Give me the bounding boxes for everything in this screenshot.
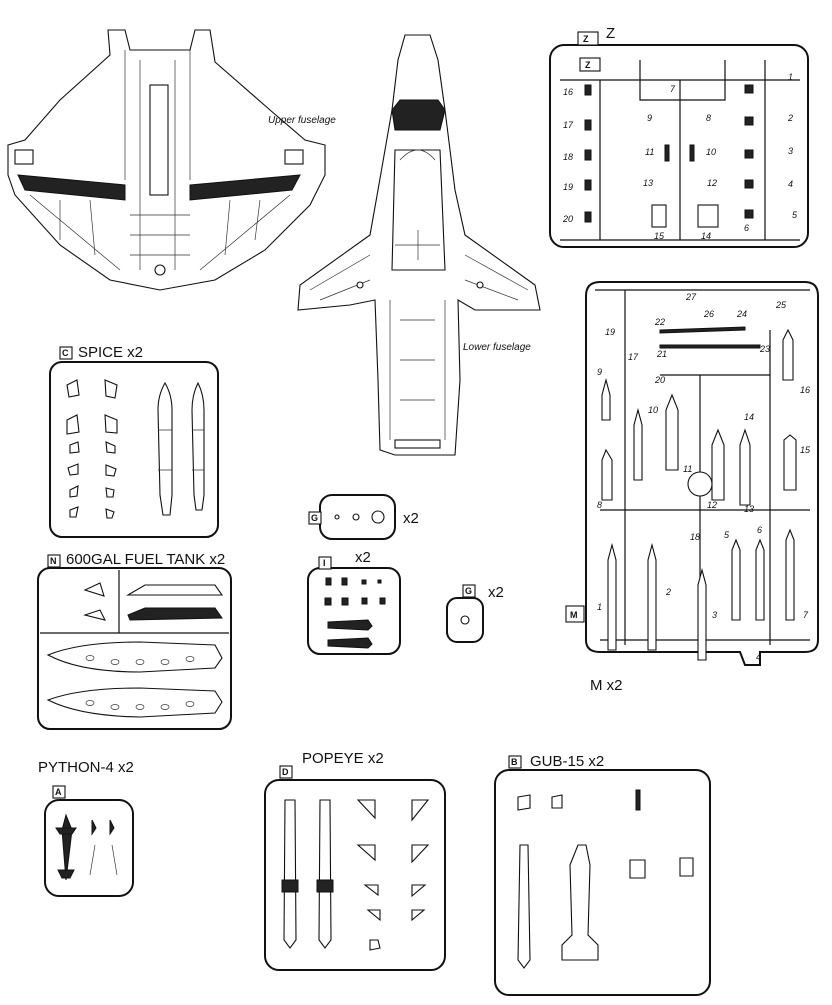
m-num-14: 14 [744,412,754,422]
sprue-g-large: G x2 [308,494,419,540]
sprue-z-tag: Z [583,34,589,44]
lower-fuselage-label: Lower fuselage [463,342,531,353]
m-num-26: 26 [703,309,714,319]
sprue-b-title: GUB-15 x2 [530,753,604,770]
m-num-24: 24 [736,309,747,319]
sprue-m-parts [601,326,797,661]
m-num-17: 17 [628,352,639,362]
sprue-c-title: SPICE x2 [78,344,143,361]
sprue-g2-tag: G [465,586,472,596]
z-num-3: 3 [788,146,793,156]
popeye-half-1 [283,799,297,949]
fuel-tank-half-1 [46,641,223,673]
z-num-5: 5 [792,210,798,220]
m-num-22: 22 [654,317,665,327]
sprue-g1-qty: x2 [403,510,419,527]
z-num-18: 18 [563,152,573,162]
z-num-12: 12 [707,178,717,188]
z-num-10: 10 [706,147,716,157]
popeye-half-2 [318,799,332,949]
m-num-11: 11 [683,464,692,474]
sprue-a-tag: A [55,787,62,797]
z-num-15: 15 [654,231,665,241]
z-num-1: 1 [788,72,793,82]
sprue-z-inner-tag: Z [585,60,591,70]
sprue-m-title: M x2 [590,677,623,694]
m-num-12: 12 [707,500,717,510]
z-num-19: 19 [563,182,573,192]
z-num-11: 11 [645,147,654,157]
m-num-21: 21 [656,349,667,359]
sprue-b: GUB-15 x2 B [494,753,711,996]
z-num-6: 6 [744,223,749,233]
sprue-g2-qty: x2 [488,584,504,601]
z-num-14: 14 [701,231,711,241]
m-num-27: 27 [685,292,697,302]
m-num-16: 16 [800,385,810,395]
m-num-15: 15 [800,445,811,455]
sprue-i: I x2 [307,549,401,655]
fuel-tank-half-2 [46,687,223,718]
m-num-8: 8 [597,500,602,510]
sprue-b-tag: B [511,757,518,767]
m-num-13: 13 [744,504,754,514]
m-num-6: 6 [757,525,762,535]
m-num-2: 2 [665,587,671,597]
lower-fuselage-part [297,34,541,456]
m-num-23: 23 [759,344,770,354]
sprue-d-title: POPEYE x2 [302,750,384,767]
sprue-i-qty: x2 [355,549,371,566]
sprue-m: M M x2 7 1 2 3 4 5 6 8 9 [565,281,819,694]
sprue-m-tag: M [570,610,578,620]
sprue-c: C SPICE x2 [49,344,219,538]
upper-fuselage-label: Upper fuselage [268,115,336,126]
sprue-d-tag: D [282,767,289,777]
m-num-25: 25 [775,300,787,310]
sprue-a-title: PYTHON-4 x2 [38,759,134,776]
sprue-n-tag: N [50,556,57,566]
sprue-d: POPEYE x2 D [264,750,446,971]
m-num-5: 5 [724,530,730,540]
sprue-g1-tag: G [311,513,318,523]
sprue-z-title: Z [606,25,615,42]
spice-bomb-1 [157,381,173,516]
sprue-n: N 600GAL FUEL TANK x2 [37,551,232,730]
z-num-7: 7 [670,84,676,94]
gub-15-body-2 [561,844,599,961]
upper-fuselage-part [7,29,326,291]
z-num-8: 8 [706,113,711,123]
sprue-n-title: 600GAL FUEL TANK x2 [66,551,225,568]
m-num-7: 7 [803,610,809,620]
sprue-a: PYTHON-4 x2 A [38,759,134,897]
z-num-13: 13 [643,178,653,188]
sprue-i-tag: I [323,558,326,568]
m-num-18: 18 [690,532,700,542]
m-num-10: 10 [648,405,658,415]
z-num-17: 17 [563,120,574,130]
m-num-19: 19 [605,327,615,337]
z-num-9: 9 [647,113,652,123]
gub-15-body-1 [517,844,531,969]
z-num-2: 2 [787,113,793,123]
m-num-1: 1 [597,602,602,612]
m-num-4: 4 [756,652,761,662]
sprue-z: Z Z Z 1 2 3 4 5 6 7 8 9 10 11 [549,25,809,248]
sprue-c-tag: C [62,348,69,358]
z-num-4: 4 [788,179,793,189]
spice-fins [66,379,118,519]
m-num-3: 3 [712,610,717,620]
spice-bomb-2 [191,381,205,511]
z-num-16: 16 [563,87,573,97]
m-num-9: 9 [597,367,602,377]
sprue-z-nodes [584,84,754,228]
m-num-20: 20 [654,375,665,385]
z-num-20: 20 [562,214,573,224]
sprue-g-small: G x2 [446,584,504,643]
